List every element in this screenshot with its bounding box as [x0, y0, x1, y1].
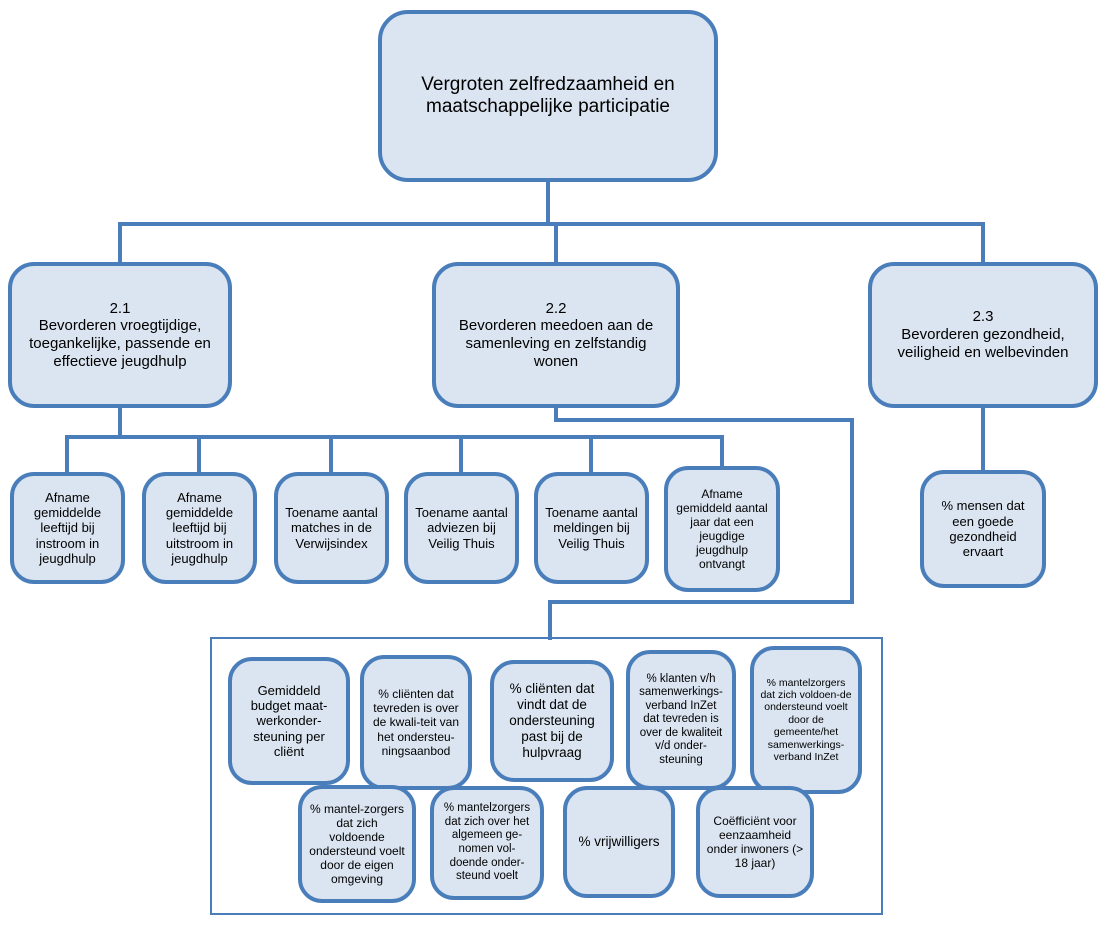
goal-2-1-number: 2.1	[109, 299, 131, 317]
indicator-label: Toename aantal meldingen bij Veilig Thui…	[545, 505, 638, 551]
indicator-box-tevreden-kwaliteit-aanbod: % cliënten dat tevreden is over de kwali…	[360, 655, 472, 790]
goal-2-3-label: Bevorderen gezondheid, veiligheid en wel…	[897, 326, 1069, 361]
indicator-label: Toename aantal adviezen bij Veilig Thuis	[415, 505, 508, 551]
indicator-box-mantelzorgers-gemeente-inzet: % mantelzorgers dat zich voldoen-de onde…	[750, 646, 862, 794]
indicator-label: % vrijwilligers	[578, 834, 660, 850]
indicator-label: Afname gemiddeld aantal jaar dat een jeu…	[676, 486, 768, 572]
indicator-box-vrijwilligers: % vrijwilligers	[563, 786, 675, 898]
indicator-label: Afname gemiddelde leeftijd bij uitstroom…	[165, 489, 234, 566]
indicator-box-klanten-inzet-tevreden: % klanten v/h samenwerkings-verband InZe…	[626, 650, 736, 790]
indicator-label: % klanten v/h samenwerkings-verband InZe…	[639, 672, 723, 766]
goal-2-2-label: Bevorderen meedoen aan de samenleving en…	[458, 317, 654, 370]
indicator-label: Toename aantal matches in de Verwijsinde…	[285, 505, 378, 551]
indicator-group-2-2	[210, 637, 883, 915]
root-objective-label: Vergroten zelfredzaamheid en maatschappe…	[421, 73, 675, 117]
indicator-label: % cliënten dat tevreden is over de kwali…	[372, 687, 460, 758]
indicator-box-meldingen-veilig-thuis: Toename aantal meldingen bij Veilig Thui…	[534, 472, 649, 584]
indicator-label: Coëfficiënt voor eenzaamheid onder inwon…	[706, 813, 804, 871]
goal-box-2-2: 2.2 Bevorderen meedoen aan de samenlevin…	[432, 262, 680, 408]
root-objective-box: Vergroten zelfredzaamheid en maatschappe…	[378, 10, 718, 182]
indicator-box-budget-maatwerk: Gemiddeld budget maat-werkonder-steuning…	[228, 657, 350, 785]
indicator-label: % mantelzorgers dat zich over het algeme…	[443, 802, 531, 883]
indicator-label: % mantel-zorgers dat zich voldoende onde…	[309, 801, 405, 887]
indicator-label: % cliënten dat vindt dat de ondersteunin…	[509, 681, 595, 760]
indicator-box-ondersteuning-past-hulpvraag: % cliënten dat vindt dat de ondersteunin…	[490, 660, 614, 782]
indicator-box-instroom-jeugdhulp: Afname gemiddelde leeftijd bij instroom …	[10, 472, 125, 584]
goal-2-2-number: 2.2	[545, 299, 567, 317]
goal-box-2-3: 2.3 Bevorderen gezondheid, veiligheid en…	[868, 262, 1098, 408]
indicator-box-mantelzorgers-eigen-omgeving: % mantel-zorgers dat zich voldoende onde…	[298, 785, 416, 903]
indicator-box-matches-verwijsindex: Toename aantal matches in de Verwijsinde…	[274, 472, 389, 584]
indicator-box-mantelzorgers-algemeen: % mantelzorgers dat zich over het algeme…	[430, 786, 544, 900]
indicator-label: % mensen dat een goede gezondheid ervaar…	[941, 498, 1025, 560]
indicator-label: Afname gemiddelde leeftijd bij instroom …	[33, 489, 102, 566]
indicator-box-coefficient-eenzaamheid: Coëfficiënt voor eenzaamheid onder inwon…	[696, 786, 814, 898]
indicator-box-uitstroom-jeugdhulp: Afname gemiddelde leeftijd bij uitstroom…	[142, 472, 257, 584]
indicator-box-adviezen-veilig-thuis: Toename aantal adviezen bij Veilig Thuis	[404, 472, 519, 584]
goal-2-3-number: 2.3	[972, 308, 994, 326]
indicator-box-goede-gezondheid: % mensen dat een goede gezondheid ervaar…	[920, 470, 1046, 588]
indicator-label: % mantelzorgers dat zich voldoen-de onde…	[760, 676, 852, 763]
indicator-label: Gemiddeld budget maat-werkonder-steuning…	[250, 682, 328, 759]
goal-2-1-label: Bevorderen vroegtijdige, toegankelijke, …	[29, 317, 211, 370]
indicator-box-jaren-jeugdhulp: Afname gemiddeld aantal jaar dat een jeu…	[664, 466, 780, 592]
goal-box-2-1: 2.1 Bevorderen vroegtijdige, toegankelij…	[8, 262, 232, 408]
